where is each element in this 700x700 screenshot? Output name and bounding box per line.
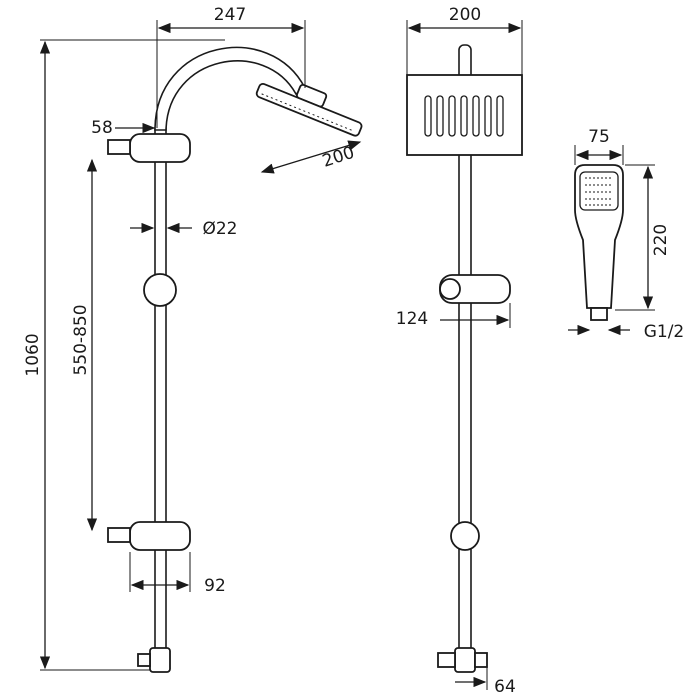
- upper-bracket: [107, 133, 191, 163]
- thread-connector: [590, 307, 608, 321]
- head-width-label: 200: [449, 5, 481, 25]
- lower-bracket: [107, 521, 191, 551]
- diverter-valve: [137, 647, 171, 673]
- front-knob: [450, 521, 480, 551]
- spray-grid: [585, 177, 613, 206]
- spray-face: [579, 171, 619, 211]
- thread-label: G1/2: [644, 322, 685, 342]
- outlet-offset-label: 64: [494, 677, 516, 697]
- hand-width-label: 75: [588, 127, 610, 147]
- front-view: 200 124 64: [396, 5, 523, 697]
- bottom-bracket-label: 92: [204, 576, 226, 596]
- hand-shower-view: 75 220 G1/2: [568, 127, 684, 342]
- hand-shower-holder: [439, 274, 511, 304]
- hand-length-label: 220: [651, 224, 671, 256]
- arm-reach-label: 247: [214, 5, 246, 25]
- riser-pipe: [154, 127, 167, 669]
- holder-width-label: 124: [396, 309, 428, 329]
- front-valve: [437, 647, 488, 673]
- middle-knob: [143, 273, 177, 307]
- shower-arm: [154, 46, 307, 131]
- square-shower-head: [406, 74, 523, 156]
- total-height-label: 1060: [23, 333, 43, 376]
- hand-shower: [574, 164, 624, 309]
- nozzle-grid: [424, 95, 504, 137]
- rain-shower-head: [255, 83, 363, 137]
- side-view: 1060 550-850 247 58 Ø22 200 92: [23, 5, 363, 673]
- bracket-range-label: 550-850: [71, 304, 91, 375]
- pipe-diameter-label: Ø22: [202, 219, 237, 239]
- head-diameter-label: 200: [320, 143, 357, 172]
- bracket-offset-label: 58: [91, 118, 113, 138]
